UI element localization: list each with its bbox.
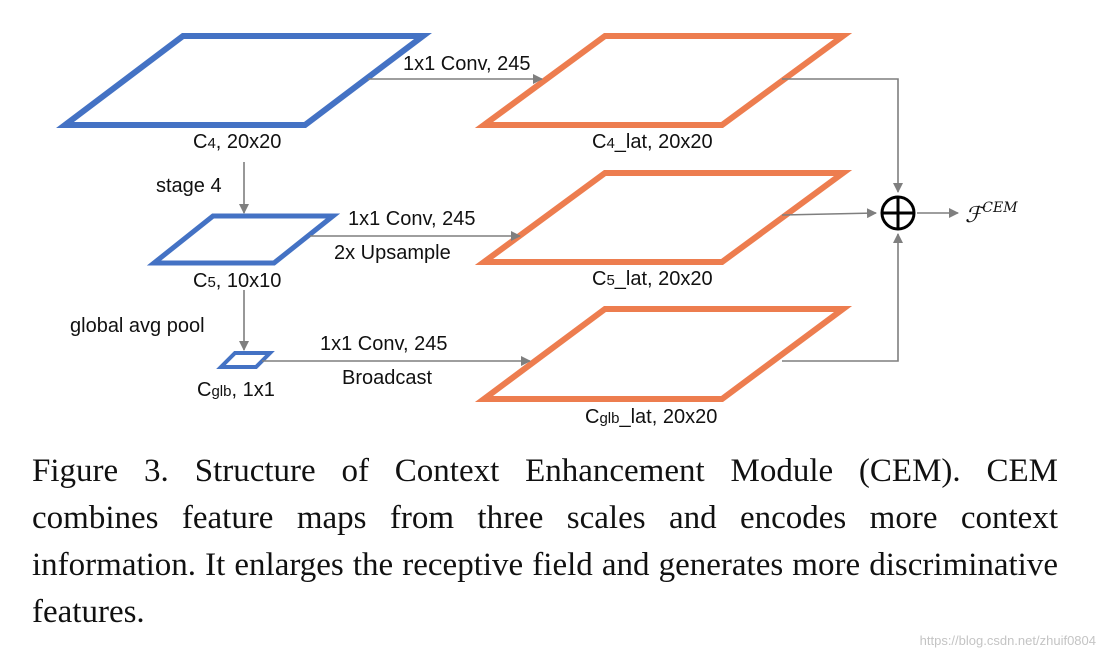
c5-label: C5, 10x10	[193, 270, 281, 292]
c4lat-label: C4_lat, 20x20	[592, 131, 713, 153]
c4-label: C4, 20x20	[193, 131, 281, 153]
cglb-label: Cglb, 1x1	[197, 379, 275, 401]
c5lat-feature-map	[474, 170, 853, 265]
arrow-cglblat-to-sum	[782, 233, 903, 362]
caption-text: Structure of Context Enhancement Module …	[32, 453, 1058, 630]
conv-mid-label: 1x1 Conv, 245	[348, 208, 476, 230]
arrow-c4lat-to-sum	[782, 78, 903, 193]
cglb-feature-map	[216, 351, 275, 369]
arrow-c5lat-to-sum	[781, 208, 877, 219]
cglblat-label: Cglb_lat, 20x20	[585, 406, 717, 428]
cem-diagram: ℱCEM C4, 20x20 C5, 10x10 Cglb, 1x1 C4_la…	[56, 33, 1018, 428]
stage4-label: stage 4	[156, 175, 222, 197]
output-label: ℱCEM	[965, 200, 1018, 228]
figure-label: Figure 3.	[32, 453, 169, 489]
upsample-label: 2x Upsample	[334, 242, 451, 264]
circle-plus-icon	[880, 195, 916, 231]
broadcast-label: Broadcast	[342, 367, 432, 389]
c4-feature-map	[56, 33, 432, 128]
c4lat-feature-map	[474, 33, 853, 128]
cglblat-feature-map	[474, 306, 853, 402]
c5-feature-map	[146, 213, 341, 266]
global-pool-label: global avg pool	[70, 315, 205, 337]
conv-bot-label: 1x1 Conv, 245	[320, 333, 448, 355]
watermark-text: https://blog.csdn.net/zhuif0804	[920, 633, 1096, 648]
c5lat-label: C5_lat, 20x20	[592, 268, 713, 290]
figure-caption: Figure 3.Structure of Context Enhancemen…	[32, 448, 1058, 636]
conv-top-label: 1x1 Conv, 245	[403, 53, 531, 75]
